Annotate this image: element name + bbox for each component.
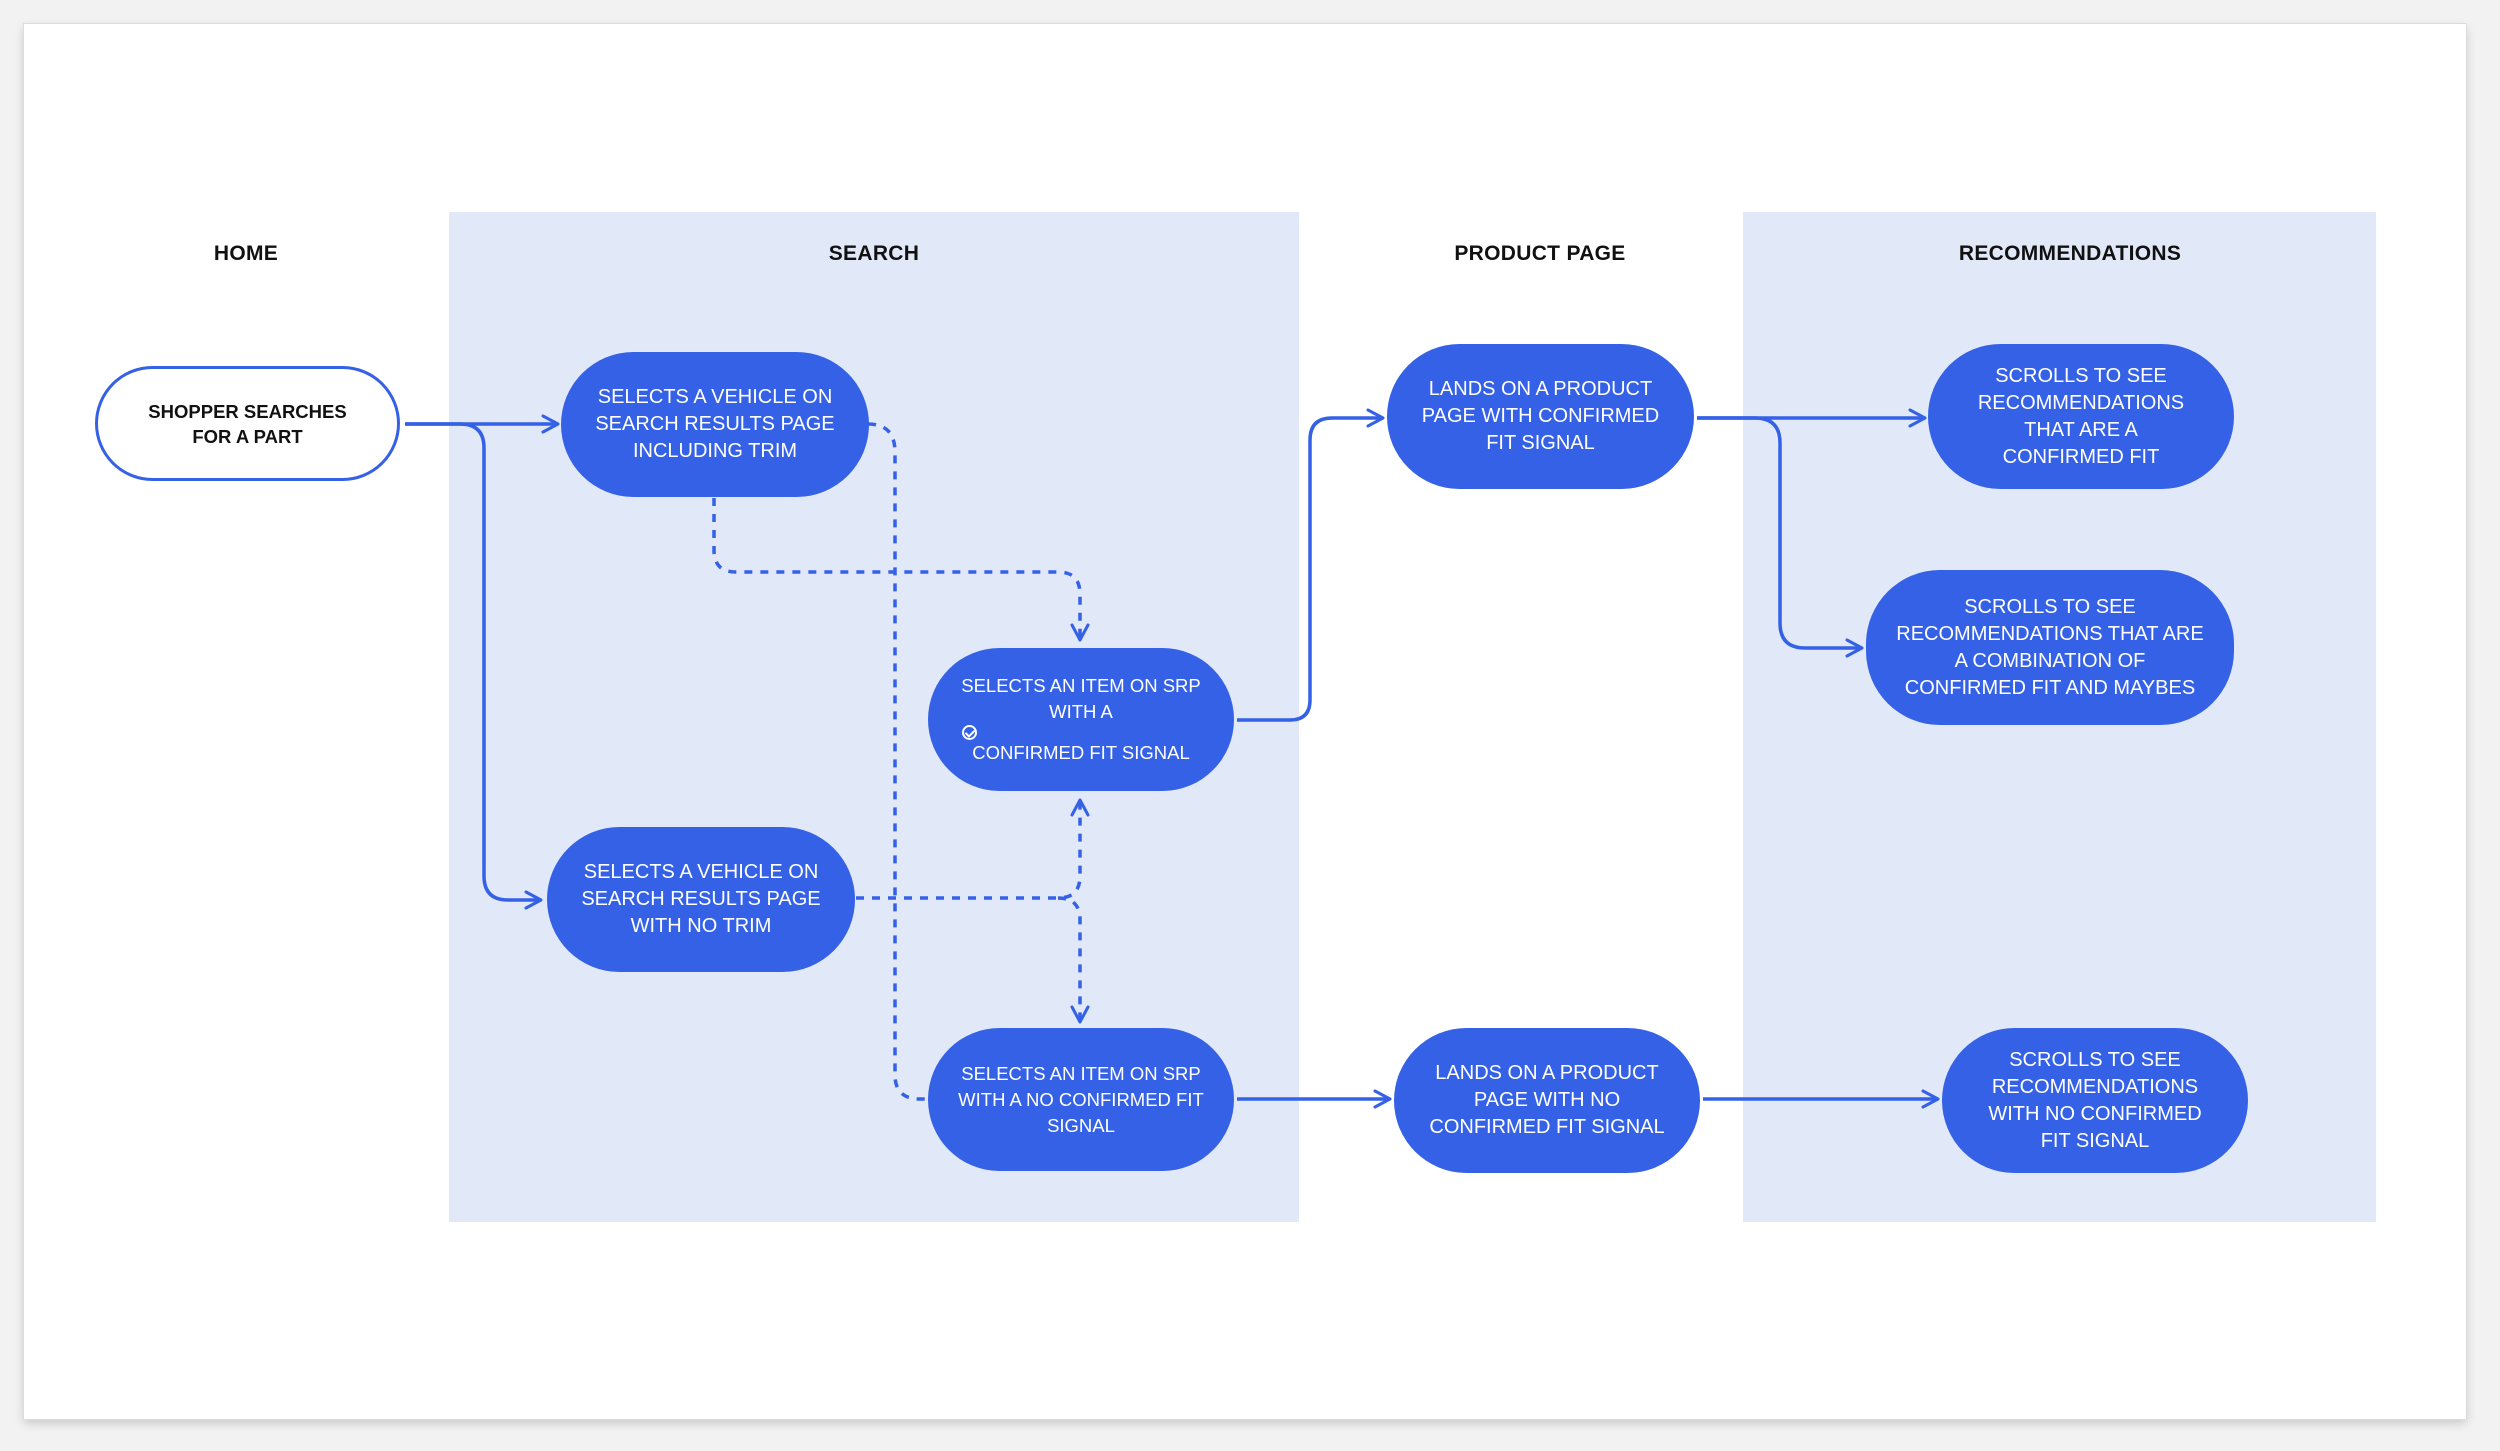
lane-title-search: SEARCH: [828, 242, 920, 265]
rec-combination-label: SCROLLS TO SEE RECOMMENDATIONS THAT ARE …: [1896, 595, 2204, 699]
product-no-confirmed-fit-label: LANDS ON A PRODUCT PAGE WITH NO CONFIRME…: [1429, 1062, 1665, 1138]
rec-combination-node: SCROLLS TO SEE RECOMMENDATIONS THAT ARE …: [1866, 570, 2234, 725]
product-confirmed-fit-node: LANDS ON A PRODUCT PAGE WITH CONFIRMED F…: [1387, 344, 1694, 489]
rec-no-confirmed-fit-node: SCROLLS TO SEE RECOMMENDATIONS WITH NO C…: [1942, 1028, 2248, 1173]
lane-title-product-page: PRODUCT PAGE: [1454, 242, 1626, 265]
vehicle-with-trim-node: SELECTS A VEHICLE ON SEARCH RESULTS PAGE…: [561, 352, 869, 497]
connector-confirmed-to-product: [1237, 408, 1385, 722]
item-no-confirmed-fit-node: SELECTS AN ITEM ON SRP WITH A NO CONFIRM…: [928, 1028, 1234, 1171]
confirmed-check-icon: [962, 725, 977, 740]
dashed-trim-to-confirmed: [712, 498, 1090, 642]
start-node-label: SHOPPER SEARCHES FOR A PART: [148, 400, 347, 447]
product-confirmed-fit-label: LANDS ON A PRODUCT PAGE WITH CONFIRMED F…: [1421, 378, 1660, 454]
rec-confirmed-fit-label: SCROLLS TO SEE RECOMMENDATIONS THAT ARE …: [1977, 364, 2185, 468]
item-confirmed-fit-node: SELECTS AN ITEM ON SRP WITH A CONFIRMED …: [928, 648, 1234, 791]
vehicle-no-trim-label: SELECTS A VEHICLE ON SEARCH RESULTS PAGE…: [581, 861, 821, 937]
dashed-no-trim-to-confirmed: [856, 798, 1090, 900]
product-no-confirmed-fit-node: LANDS ON A PRODUCT PAGE WITH NO CONFIRME…: [1394, 1028, 1700, 1173]
vehicle-with-trim-label: SELECTS A VEHICLE ON SEARCH RESULTS PAGE…: [595, 386, 835, 462]
item-confirmed-fit-label-b: CONFIRMED FIT SIGNAL: [972, 742, 1190, 763]
rec-confirmed-fit-node: SCROLLS TO SEE RECOMMENDATIONS THAT ARE …: [1928, 344, 2234, 489]
connector-start-to-no-trim: [405, 422, 543, 910]
rec-no-confirmed-fit-label: SCROLLS TO SEE RECOMMENDATIONS WITH NO C…: [1988, 1048, 2202, 1152]
start-node: SHOPPER SEARCHES FOR A PART: [95, 366, 400, 481]
lane-title-home: HOME: [213, 242, 279, 265]
dashed-trim-to-no-confirmed: [867, 422, 925, 1101]
item-no-confirmed-fit-label: SELECTS AN ITEM ON SRP WITH A NO CONFIRM…: [958, 1062, 1204, 1136]
dashed-no-trim-to-no-confirmed: [1057, 896, 1090, 1024]
item-confirmed-fit-label-a: SELECTS AN ITEM ON SRP WITH A: [961, 675, 1201, 722]
vehicle-no-trim-node: SELECTS A VEHICLE ON SEARCH RESULTS PAGE…: [547, 827, 855, 972]
lane-title-recommendations: RECOMMENDATIONS: [1958, 242, 2182, 265]
item-confirmed-fit-text: SELECTS AN ITEM ON SRP WITH A CONFIRMED …: [958, 673, 1204, 766]
connector-product-to-rec-combination: [1697, 416, 1864, 658]
